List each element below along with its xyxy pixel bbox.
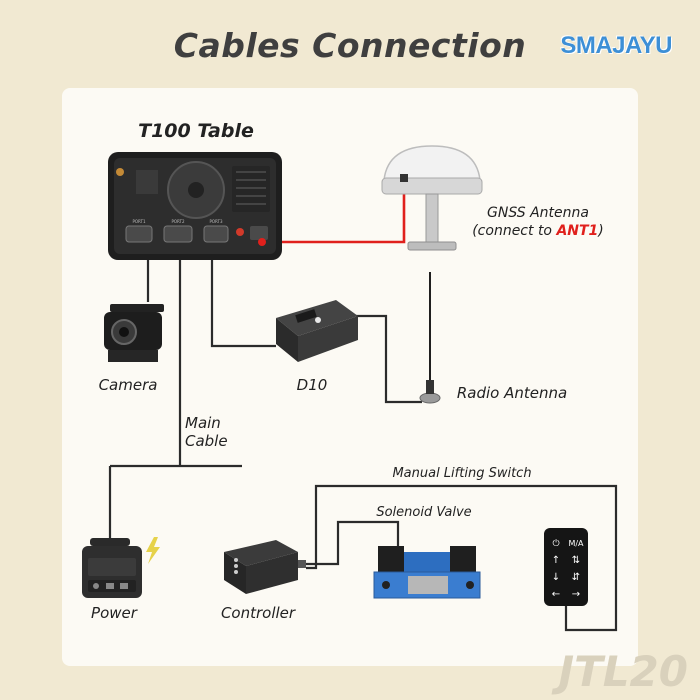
port2-label: PORT2: [171, 219, 184, 224]
solenoid-valve: [373, 546, 481, 599]
watermark: JTL20: [558, 647, 689, 696]
power-station: [82, 538, 142, 598]
radio-antenna-label: Radio Antenna: [457, 384, 567, 402]
lightning-icon: [146, 537, 160, 564]
gnss-antenna: [381, 145, 483, 251]
cables: [108, 192, 618, 632]
switch-cable: [306, 484, 618, 632]
radio-antenna-cable: [356, 314, 422, 404]
ant1-label: ANT1: [555, 223, 598, 239]
radio-antenna: [419, 272, 441, 404]
controller: [224, 540, 306, 594]
page-title: Cables Connection: [173, 26, 527, 65]
main-cable-label-line1: Main: [185, 414, 221, 432]
camera-label: Camera: [99, 376, 158, 394]
d10-label: D10: [297, 376, 328, 394]
brand-logo: SMAJAYU: [560, 32, 672, 59]
solenoid-cable: [298, 520, 400, 566]
up-down-arrow-icon: ⇅: [572, 555, 580, 566]
gnss-cable: [262, 192, 406, 244]
mode-icon: M/A: [568, 539, 584, 548]
main-cable-label-line2: Cable: [185, 432, 228, 450]
ant1-port: [258, 238, 266, 246]
port3-label: PORT3: [209, 219, 222, 224]
manual-lifting-switch: ⏻ M/A ↑ ⇅ ↓ ⇵ ← →: [544, 528, 588, 606]
power-label: Power: [91, 604, 138, 622]
manual-switch-label: Manual Lifting Switch: [392, 466, 531, 481]
controller-label: Controller: [221, 604, 296, 622]
gnss-label-line1: GNSS Antenna: [487, 205, 589, 221]
d10-radio: [276, 300, 358, 362]
solenoid-valve-label: Solenoid Valve: [376, 505, 471, 520]
double-arrow-icon: ⇵: [572, 572, 580, 583]
tablet-label: T100 Table: [138, 120, 254, 142]
up-arrow-icon: ↑: [552, 555, 560, 566]
left-arrow-icon: ←: [552, 589, 560, 600]
gnss-label-line2: (connect to ANT1): [472, 223, 604, 239]
d10-cable: [210, 258, 276, 348]
camera: [104, 304, 164, 362]
right-arrow-icon: →: [572, 589, 580, 600]
port1-label: PORT1: [132, 219, 145, 224]
power-icon: ⏻: [552, 538, 559, 549]
down-arrow-icon: ↓: [552, 572, 560, 583]
t100-tablet: PORT1 PORT2 PORT3: [108, 152, 282, 260]
